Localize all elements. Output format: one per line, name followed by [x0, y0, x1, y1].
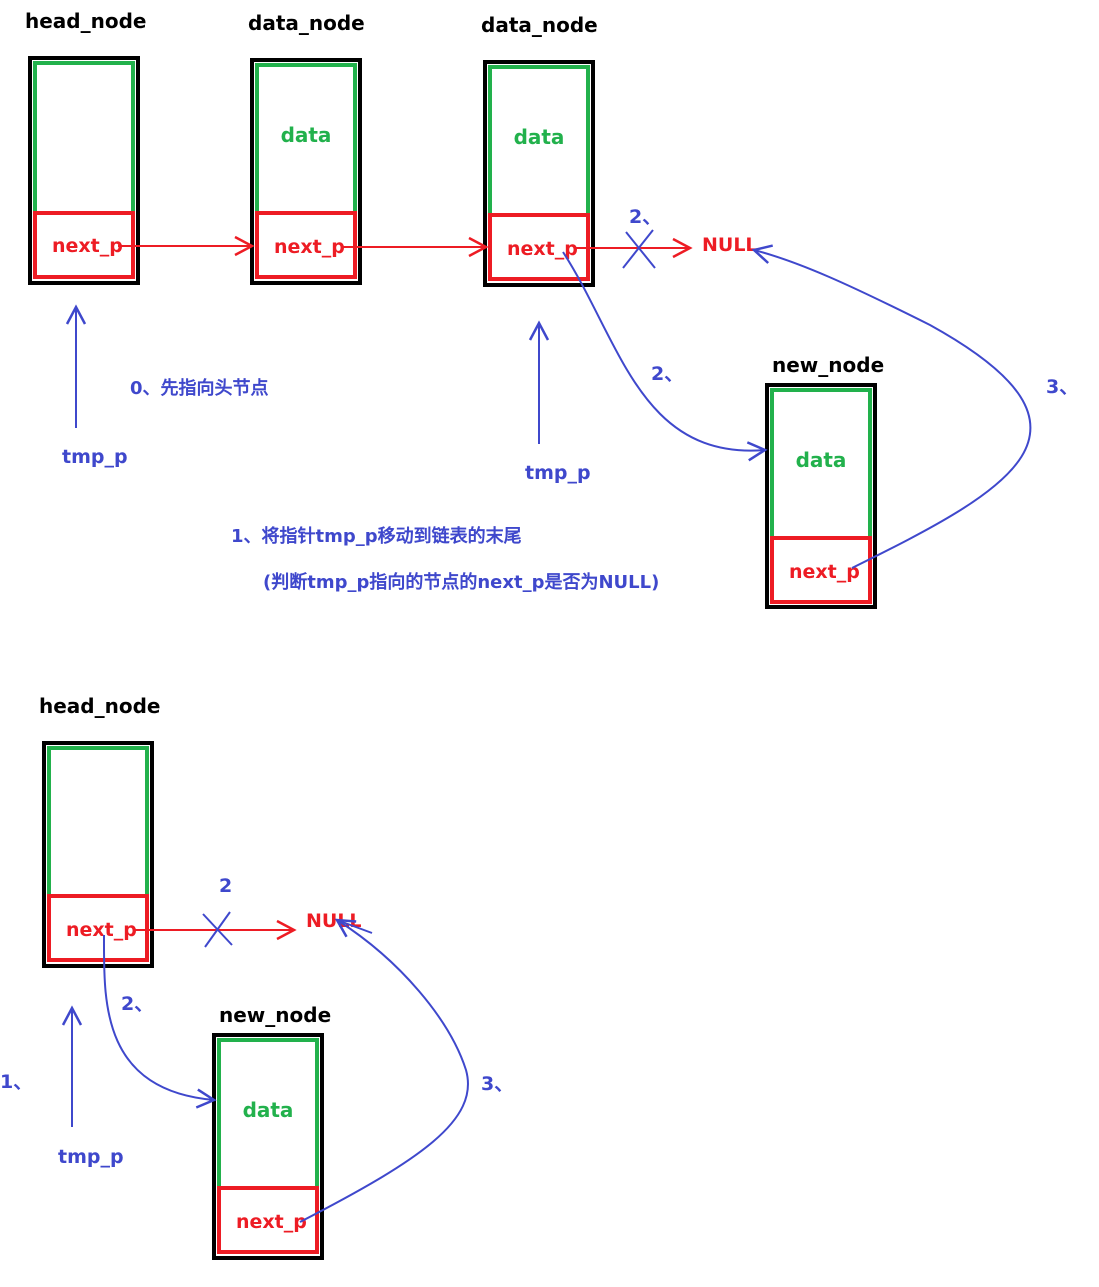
bottom-new-node-data-cell	[217, 1038, 319, 1190]
bottom-step3-label: 3、	[481, 1073, 513, 1095]
bottom-new-node-next-cell	[217, 1186, 319, 1254]
top-head-node: head_node next_p	[25, 9, 146, 285]
top-data-node-1-next-cell	[255, 211, 357, 279]
top-data-node-2-title: data_node	[481, 13, 598, 37]
top-tmp-p-label-1: tmp_p	[62, 446, 128, 468]
top-new-node-next-label: next_p	[789, 561, 860, 583]
bottom-curve-to-new-node	[102, 934, 217, 1109]
top-data-node-1-next-label: next_p	[274, 236, 345, 258]
bottom-head-node: head_node next_p	[39, 694, 160, 968]
top-new-node: new_node data next_p	[765, 353, 884, 609]
top-data-node-2-next-label: next_p	[507, 238, 578, 260]
top-head-node-next-label: next_p	[52, 235, 123, 257]
top-head-node-next-cell	[33, 211, 135, 279]
bottom-tmp-p-label: tmp_p	[58, 1146, 124, 1168]
top-data-node-2-next-cell	[488, 213, 590, 281]
bottom-head-node-next-cell	[47, 894, 149, 962]
bottom-head-node-title: head_node	[39, 694, 160, 718]
top-null-label: NULL	[702, 234, 758, 256]
top-cut-mark	[622, 229, 656, 269]
bottom-new-node: new_node data next_p	[212, 1003, 331, 1260]
top-note-0: 0、先指向头节点	[130, 377, 269, 399]
top-new-node-data-cell	[770, 388, 872, 540]
top-new-node-title: new_node	[772, 353, 884, 377]
top-new-node-data-label: data	[796, 448, 847, 472]
top-note-1-line-1: 1、将指针tmp_p移动到链表的末尾	[231, 525, 522, 547]
bottom-curve-new-node-to-null	[299, 918, 469, 1223]
bottom-head-node-data-cell	[47, 746, 149, 898]
bottom-new-node-next-label: next_p	[236, 1211, 307, 1233]
top-step2-cut-label: 2、	[629, 206, 661, 228]
top-step2-curve-label: 2、	[651, 363, 683, 385]
top-data-node-2-data-label: data	[514, 125, 565, 149]
bottom-null-tick	[336, 919, 373, 934]
bottom-cut-mark	[202, 911, 233, 948]
top-head-node-data-cell	[33, 61, 135, 215]
top-note-1-line-2: (判断tmp_p指向的节点的next_p是否为NULL)	[263, 571, 659, 593]
bottom-step1-label: 1、	[0, 1071, 32, 1093]
top-data-node-2: data_node data next_p	[481, 13, 598, 287]
bottom-head-node-next-label: next_p	[66, 919, 137, 941]
top-step3-label: 3、	[1046, 376, 1078, 398]
top-data-node-1: data_node data next_p	[248, 11, 365, 285]
bottom-null-label: NULL	[306, 910, 362, 932]
top-curve-new-node-to-null	[751, 244, 1032, 569]
top-data-node-1-data-cell	[255, 63, 357, 215]
top-head-node-title: head_node	[25, 9, 146, 33]
bottom-new-node-title: new_node	[219, 1003, 331, 1027]
top-new-node-next-cell	[770, 536, 872, 604]
top-tmp-p-label-2: tmp_p	[525, 462, 591, 484]
bottom-step2-curve-label: 2、	[121, 993, 153, 1015]
bottom-new-node-data-label: data	[243, 1098, 294, 1122]
top-data-node-1-data-label: data	[281, 123, 332, 147]
top-curve-to-new-node	[562, 251, 768, 462]
top-data-node-1-title: data_node	[248, 11, 365, 35]
bottom-step2-cut-label: 2	[219, 875, 232, 897]
